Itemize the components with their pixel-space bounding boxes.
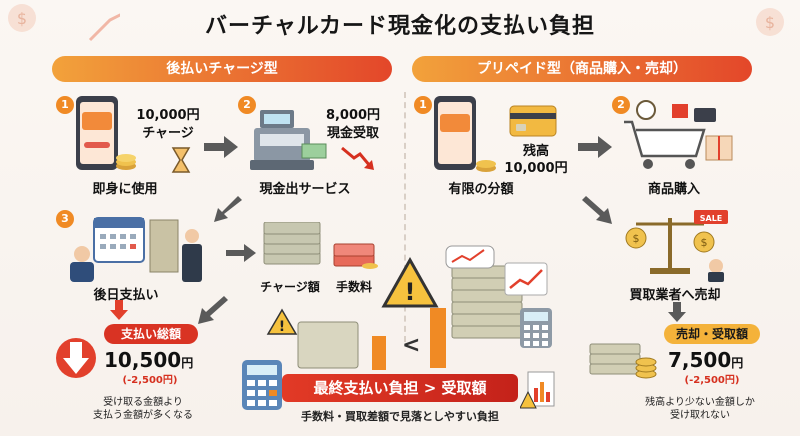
sale-caption-line1: 残高より少ない金額しか (645, 397, 755, 408)
calendar-person-icon (70, 217, 202, 282)
calculator-large-icon (242, 360, 282, 410)
arrow-right-icon (226, 244, 256, 262)
cash-stack-icon (263, 222, 321, 265)
speech-chart-bubble-icon (445, 245, 495, 269)
credit-card-icon (509, 105, 557, 137)
final-burden-caption: 手数料・買取差額で見落としやすい負担 (301, 410, 499, 423)
arrow-down-right-icon (582, 196, 612, 224)
arrow-down-red-icon (110, 300, 128, 320)
arrow-down-left-icon (198, 296, 228, 324)
sale-amount: 7,500円 (668, 348, 744, 372)
svg-text:$: $ (17, 9, 27, 28)
balance-scale-icon: $ $ SALE (625, 210, 728, 282)
total-caption-line2: 支払う金額が多くなる (93, 410, 193, 421)
decorative-corner-left: $ (8, 4, 120, 42)
line-chart-icon (504, 262, 548, 296)
smartphone-prepaid-icon (434, 96, 496, 172)
prepaid-step1-label: 有限の分額 (448, 182, 514, 197)
arrow-right-icon (578, 136, 612, 158)
big-down-arrow-icon (56, 338, 96, 378)
sale-caption-line2: 受け取れない (670, 410, 730, 421)
banner-deferred-charge: 後払いチャージ型 (52, 56, 392, 82)
fee-cash-icon (333, 243, 378, 269)
total-payment-pill: 支払い総額 (104, 324, 198, 344)
arrow-down-left-icon (214, 196, 242, 222)
step2-amount-label: 現金受取 (326, 126, 379, 141)
svg-text:!: ! (405, 278, 416, 306)
final-burden-banner: 最終支払い負担 > 受取額 (282, 374, 518, 402)
shopping-cart-icon (624, 100, 733, 169)
cash-register-icon (250, 110, 327, 170)
page-title: バーチャルカード現金化の支払い負担 (204, 14, 596, 39)
prepaid-step3-label: 買取業者へ売却 (629, 288, 721, 303)
balance-amount: 10,000円 (504, 161, 568, 176)
total-caption-line1: 受け取る金額より (103, 397, 183, 408)
sale-tag: SALE (700, 214, 723, 223)
cash-coins-icon (589, 343, 657, 379)
sale-amount-diff: (-2,500円) (684, 375, 740, 386)
step-number-3: 3 (56, 210, 74, 228)
down-trend-arrow-icon (341, 146, 374, 170)
panel-divider (404, 92, 406, 342)
charge-amount-label: チャージ額 (260, 280, 320, 294)
warning-icon: ! (381, 256, 439, 308)
svg-text:$: $ (633, 232, 640, 245)
step2-label: 現金出サービス (259, 182, 351, 197)
svg-text:$: $ (765, 13, 775, 32)
step2-amount: 8,000円 (325, 108, 381, 123)
svg-text:$: $ (701, 236, 708, 249)
comparison-graphic: < ! (266, 308, 446, 370)
hourglass-icon (171, 147, 191, 173)
total-payment-diff: (-2,500円) (122, 375, 178, 386)
report-warning-icon (520, 371, 555, 409)
fee-label: 手数料 (335, 280, 372, 294)
step1-label: 即身に使用 (92, 182, 158, 197)
step1-amount-label: チャージ (142, 126, 194, 141)
arrow-right-icon (204, 136, 238, 158)
smartphone-card-icon (76, 96, 136, 170)
svg-text:!: ! (279, 319, 285, 335)
balance-label: 残高 (522, 144, 549, 159)
total-payment-amount: 10,500円 (104, 348, 194, 372)
step-number-1-prepaid: 1 (414, 96, 432, 114)
prepaid-step2-label: 商品購入 (647, 182, 700, 197)
step1-amount: 10,000円 (136, 108, 200, 123)
banner-prepaid: プリペイド型（商品購入・売却） (412, 56, 752, 82)
step-number-2: 2 (238, 96, 256, 114)
step-number-2-prepaid: 2 (612, 96, 630, 114)
step-number-1: 1 (56, 96, 74, 114)
step3-label: 後日支払い (93, 288, 159, 303)
compare-symbol: < (402, 333, 420, 358)
arrow-down-icon (668, 302, 686, 322)
decorative-corner-right: $ (756, 8, 784, 36)
sale-amount-pill: 売却・受取額 (664, 324, 760, 344)
calculator-icon (520, 308, 552, 348)
